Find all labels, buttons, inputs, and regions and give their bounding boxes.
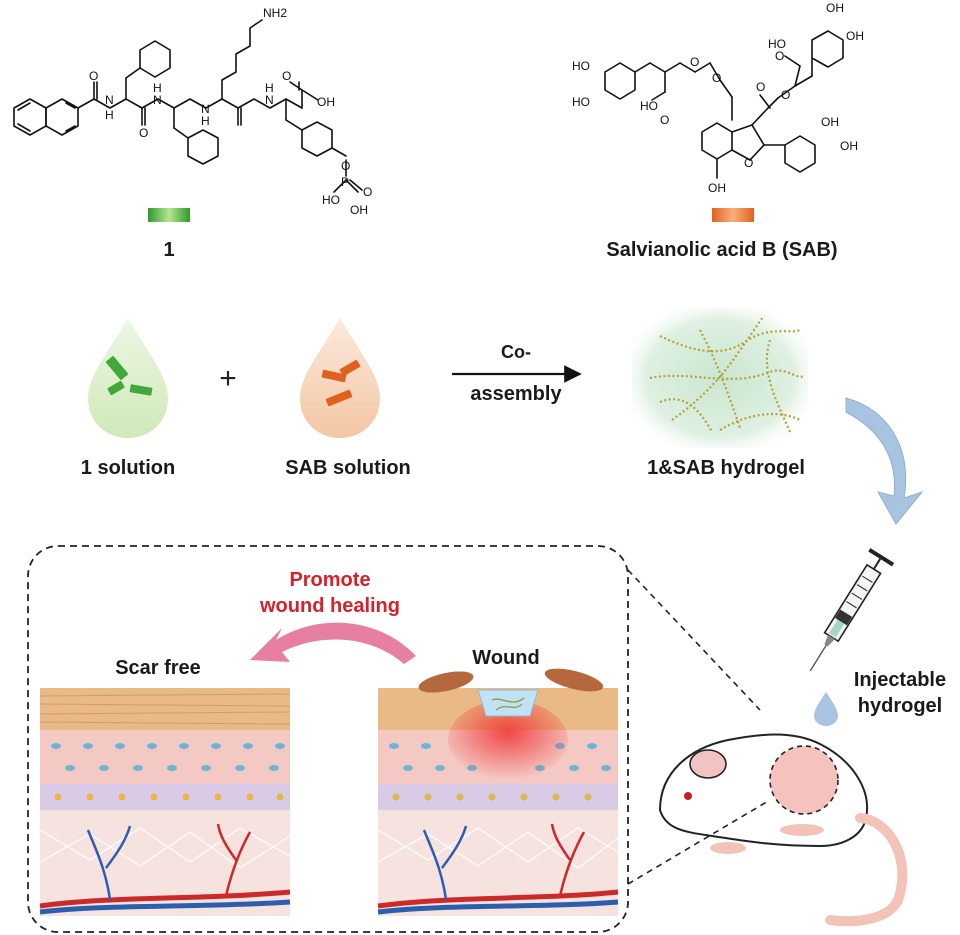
promote-healing-arrow [250, 622, 416, 664]
atom-o-ester-2: O [781, 88, 790, 102]
atom-oh-right-1: OH [821, 115, 839, 129]
atom-h-b: H [153, 81, 162, 95]
molecule-1-label: 1 [163, 239, 174, 261]
atom-h-a: H [105, 108, 114, 122]
atom-h-d: H [265, 81, 274, 95]
atom-phos-oh: OH [350, 203, 368, 217]
solution-1-label: 1 solution [81, 457, 175, 479]
wound-inflammation [448, 700, 568, 780]
atom-o-carbonyl: O [712, 71, 721, 85]
callout-line-bottom [627, 799, 771, 885]
mouse-illustration [658, 733, 908, 927]
atom-o-ring: O [744, 156, 753, 170]
hydrogel-network [632, 308, 808, 448]
fiber-green [105, 356, 129, 380]
fiber-orange [325, 389, 353, 407]
fiber-green [129, 384, 153, 396]
co-assembly-label-2: assembly [470, 383, 562, 405]
scab-left [418, 671, 474, 693]
injectable-label-2: hydrogel [858, 695, 942, 717]
molecule-1-swatch [148, 208, 190, 222]
atom-n-b: N [153, 93, 162, 107]
callout-line-top [627, 569, 761, 711]
atom-o-carbonyl-2: O [756, 80, 765, 94]
molecule-1-structure: NH2 O OH O O N H N H N H N H O P O HO OH [13, 6, 372, 217]
skin-panel-wound [377, 668, 619, 916]
atom-o-amide1: O [89, 69, 98, 83]
atom-h-c: H [201, 114, 210, 128]
co-assembly-label-1: Co- [501, 342, 531, 362]
injectable-label-1: Injectable [854, 669, 946, 691]
hydrogel-droplet [814, 692, 838, 726]
atom-ho-2: HO [572, 95, 590, 109]
promote-label-1: Promote [289, 569, 370, 591]
atom-o-amide2: O [139, 126, 148, 140]
promote-label-2: wound healing [259, 595, 400, 617]
atom-oh-acid: OH [317, 95, 335, 109]
atom-oh-right-2: OH [840, 139, 858, 153]
atom-n-d: N [265, 93, 274, 107]
atom-ho-1: HO [572, 59, 590, 73]
sab-structure: HO HO HO O O O O O O HO OH OH OH OH O OH [572, 1, 864, 195]
skin-panel-healed [39, 688, 291, 916]
scab-right [544, 668, 604, 692]
plus-sign: + [219, 362, 237, 395]
atom-phos-o2: O [363, 185, 372, 199]
wound-hydrogel-plug [477, 689, 539, 717]
atom-phos-ho: HO [322, 193, 340, 207]
atom-oh-top-2: OH [846, 29, 864, 43]
atom-o-acid-2: O [775, 49, 784, 63]
sab-solution-drop [300, 318, 380, 438]
peptide-backbone [77, 19, 363, 193]
sab-solution-label: SAB solution [285, 457, 411, 479]
atom-o-ester: O [690, 55, 699, 69]
sab-swatch [712, 208, 754, 222]
hydrogel-label: 1&SAB hydrogel [647, 457, 805, 479]
fiber-green [107, 380, 125, 396]
callout-frame [27, 545, 629, 933]
injection-curve-arrow [845, 397, 924, 525]
atom-phos-p: P [341, 175, 349, 189]
atom-phos-o: O [341, 159, 350, 173]
atom-n-a: N [105, 93, 114, 107]
fiber-orange [321, 369, 347, 383]
atom-ho-acid-2: HO [768, 37, 786, 51]
atom-nh2: NH2 [263, 6, 287, 20]
atom-n-c: N [201, 102, 210, 116]
atom-o-acid-sab: O [660, 113, 669, 127]
syringe-icon [809, 548, 895, 672]
scar-free-label: Scar free [115, 657, 201, 679]
atom-oh-bottom: OH [708, 181, 726, 195]
atom-o-acid: O [282, 69, 291, 83]
solution-1-drop [88, 318, 168, 438]
sab-label: Salvianolic acid B (SAB) [606, 239, 837, 261]
fiber-orange [339, 359, 361, 377]
atom-oh-top-1: OH [826, 1, 844, 15]
naphthalene-ring [13, 98, 79, 136]
atom-ho-acid: HO [640, 99, 658, 113]
wound-label: Wound [472, 647, 539, 669]
